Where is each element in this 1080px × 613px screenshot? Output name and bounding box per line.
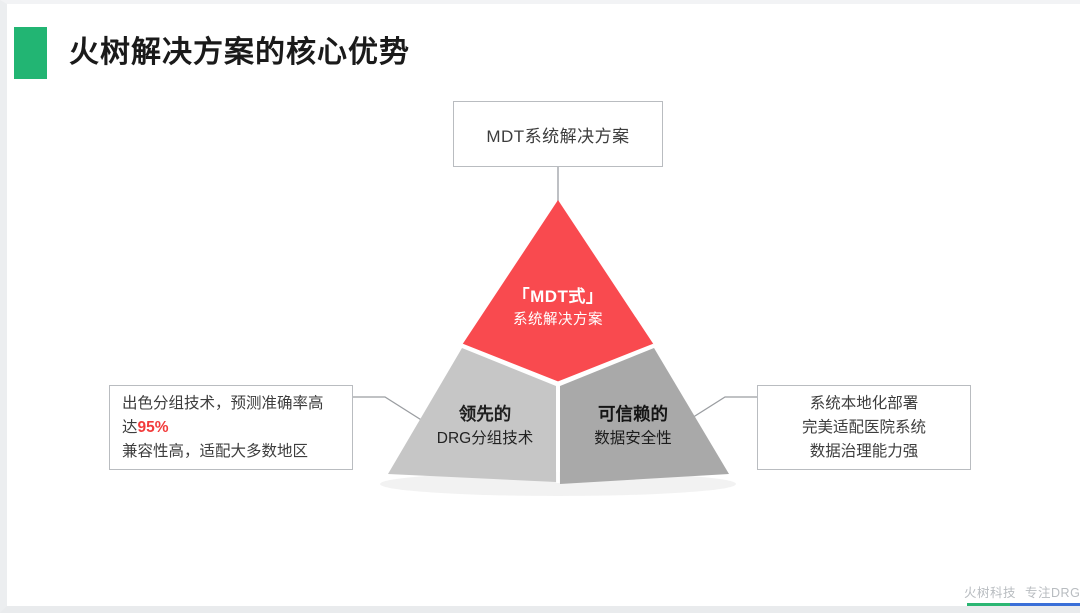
pyramid-label-right-line1: 可信赖的: [598, 404, 668, 424]
pyramid-label-top-line1: 「MDT式」: [512, 287, 604, 306]
callout-box-right[interactable]: 系统本地化部署 完美适配医院系统 数据治理能力强: [757, 385, 971, 470]
pyramid-label-right: 可信赖的 数据安全性: [559, 402, 707, 451]
callout-right-line1: 系统本地化部署: [809, 394, 919, 412]
callout-left-highlight: 95%: [137, 418, 169, 436]
callout-left-line2-prefix: 达: [122, 418, 138, 436]
callout-left-line1: 出色分组技术，预测准确率高: [122, 394, 324, 412]
title-accent-bar: [14, 27, 47, 79]
pyramid-label-right-line2: 数据安全性: [594, 430, 672, 447]
pyramid-label-left: 领先的 DRG分组技术: [409, 402, 561, 451]
footer-brand: 火树科技: [964, 586, 1017, 600]
callout-right-line2: 完美适配医院系统: [801, 418, 926, 436]
callout-right-line3: 数据治理能力强: [809, 442, 919, 460]
footer-tagline: 专注DRG: [1025, 586, 1080, 600]
pyramid-label-top: 「MDT式」 系统解决方案: [468, 285, 648, 331]
top-solution-label: MDT系统解决方案: [486, 126, 630, 146]
callout-box-left[interactable]: 出色分组技术，预测准确率高 达95% 兼容性高，适配大多数地区: [109, 385, 353, 470]
callout-left-line2: 达95%: [122, 416, 169, 440]
pyramid-label-top-line2: 系统解决方案: [513, 312, 603, 328]
page-title: 火树解决方案的核心优势: [69, 36, 410, 69]
pyramid-label-left-line2: DRG分组技术: [436, 430, 534, 447]
callout-left-line3: 兼容性高，适配大多数地区: [122, 442, 309, 460]
pyramid-label-left-line1: 领先的: [458, 404, 512, 424]
footer-color-bar: [967, 603, 1080, 606]
top-solution-box[interactable]: MDT系统解决方案: [453, 101, 663, 167]
footer-brand-text: 火树科技专注DRG: [964, 582, 1080, 601]
footer-bar-blue: [1010, 603, 1080, 606]
footer-bar-green: [967, 603, 1010, 606]
